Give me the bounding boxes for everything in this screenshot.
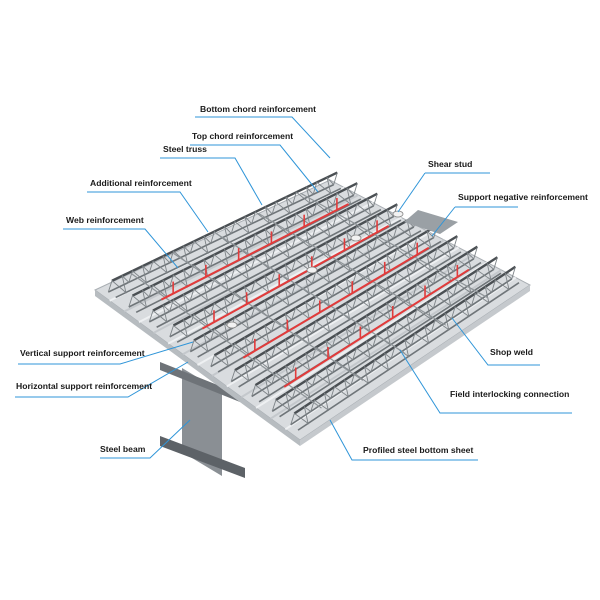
leader-horizontal-support <box>15 361 189 398</box>
sheet-front-edge <box>95 290 300 446</box>
leader-profiled-sheet <box>329 419 478 461</box>
steel-beam-top-flange <box>160 362 240 402</box>
web-reinforcement <box>290 266 516 425</box>
leader-steel-truss <box>160 157 263 206</box>
shear-stud <box>226 321 238 329</box>
red-reinforcement-bars <box>160 197 470 388</box>
steel-truss <box>290 265 520 431</box>
transverse-bar <box>215 232 405 354</box>
shear-stud <box>392 210 404 218</box>
shear-stud <box>306 266 318 274</box>
sheet-rib <box>226 246 460 388</box>
leader-lines <box>15 116 572 461</box>
label-shear-stud: Shear stud <box>428 159 472 169</box>
label-web: Web reinforcement <box>66 215 144 225</box>
bottom-chord <box>189 226 415 353</box>
web-reinforcement <box>148 193 378 324</box>
web-reinforcement <box>251 246 478 397</box>
web-reinforcement <box>230 235 458 382</box>
label-horizontal-support: Horizontal support reinforcement <box>16 381 152 391</box>
shear-stud <box>350 234 362 242</box>
label-vertical-support: Vertical support reinforcement <box>20 348 145 358</box>
leader-vertical-support <box>18 341 194 365</box>
bottom-chord <box>107 183 335 293</box>
steel-truss <box>230 235 462 388</box>
sheet-rib <box>255 261 488 409</box>
label-additional: Additional reinforcement <box>90 178 192 188</box>
steel-beam <box>160 362 245 478</box>
additional-reinforcement <box>242 246 430 359</box>
label-shop-weld: Shop weld <box>490 347 533 357</box>
bottom-chord <box>128 194 355 308</box>
bottom-chord <box>148 205 375 323</box>
label-profiled-sheet: Profiled steel bottom sheet <box>363 445 473 455</box>
transverse-bar <box>257 212 447 326</box>
label-steel-beam: Steel beam <box>100 444 146 454</box>
labels: Bottom chord reinforcement Top chord rei… <box>16 104 588 455</box>
leader-bottom-chord <box>195 116 331 159</box>
sheet-rib <box>182 224 417 356</box>
steel-truss <box>107 171 342 299</box>
leader-shop-weld <box>451 317 540 366</box>
support-plate <box>404 210 458 234</box>
additional-reinforcement <box>201 225 390 330</box>
bottom-chord <box>271 268 495 413</box>
bottom-chord <box>251 258 475 398</box>
label-field-interlocking: Field interlocking connection <box>450 389 569 399</box>
web-reinforcement <box>169 204 398 338</box>
bottom-chord <box>230 247 455 383</box>
web-reinforcement <box>128 182 358 309</box>
additional-reinforcement <box>283 268 470 388</box>
sheet-rib <box>123 194 360 313</box>
leader-additional <box>87 191 209 233</box>
steel-beam-bottom-flange <box>160 436 245 478</box>
leader-steel-beam <box>100 419 191 459</box>
label-steel-truss: Steel truss <box>163 144 207 154</box>
transverse-bar <box>131 273 322 409</box>
leader-field-interlocking <box>399 349 572 414</box>
steel-truss <box>189 213 422 358</box>
steel-truss <box>148 192 382 328</box>
leader-shear-stud-diag <box>397 172 426 213</box>
transverse-bar <box>300 192 488 298</box>
leader-web <box>63 228 179 269</box>
label-support-negative: Support negative reinforcement <box>458 192 588 202</box>
sheet-rib <box>240 254 474 398</box>
label-bottom-chord: Bottom chord reinforcement <box>200 104 316 114</box>
additional-reinforcement <box>160 203 350 301</box>
bottom-chord <box>210 236 435 368</box>
sheet-right-edge <box>300 285 530 446</box>
web-reinforcement <box>271 257 498 412</box>
leader-support-negative-diag <box>431 206 456 237</box>
leader-top-chord <box>190 144 319 193</box>
shear-studs <box>226 210 404 329</box>
web-reinforcement <box>107 172 338 294</box>
steel-truss <box>271 256 502 418</box>
label-top-chord: Top chord reinforcement <box>192 131 293 141</box>
web-reinforcement <box>210 225 438 368</box>
sheet-rib <box>284 276 517 431</box>
